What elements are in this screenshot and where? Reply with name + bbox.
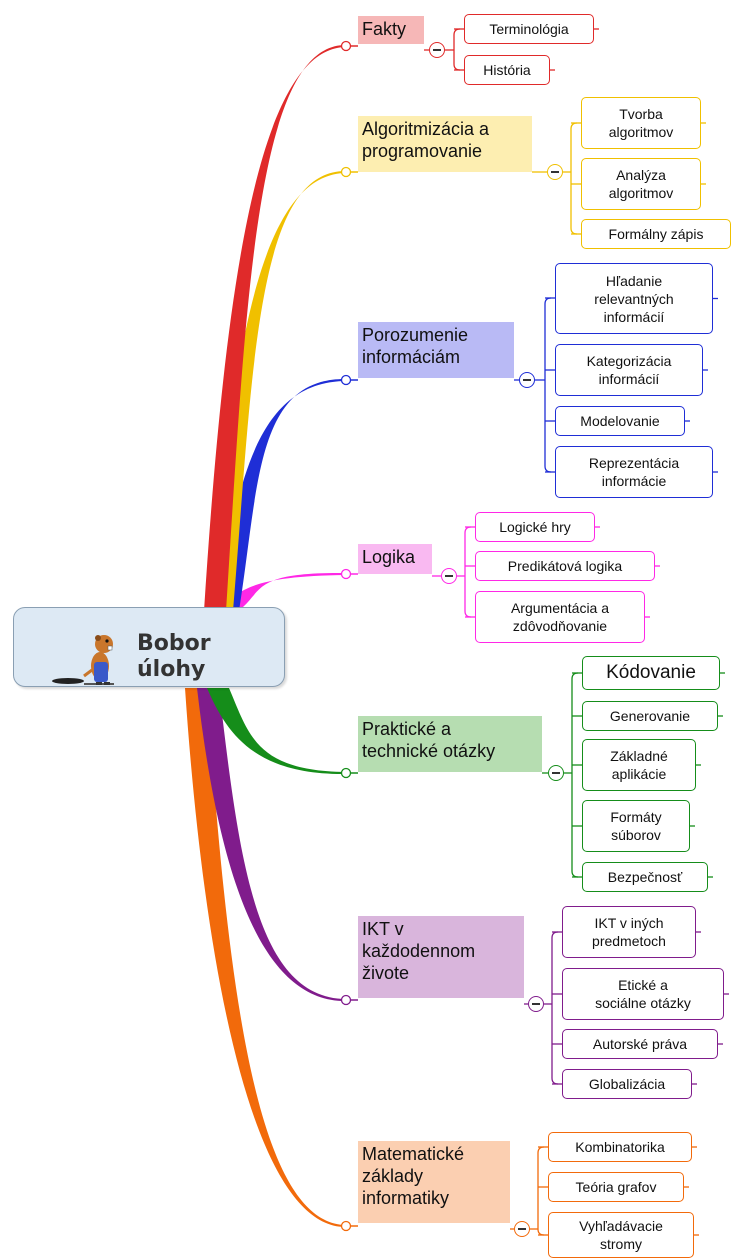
collapse-logika-icon[interactable]	[441, 568, 457, 584]
branch-prakticke	[207, 688, 346, 775]
branch-junction-prakticke	[340, 767, 352, 779]
branch-matematicke	[185, 688, 346, 1228]
central-topic-line-2: úlohy	[137, 657, 206, 682]
subtopic-autorske-prava[interactable]: Autorské práva	[562, 1029, 718, 1059]
topic-prakticke[interactable]: Praktické a technické otázky	[358, 716, 542, 772]
branch-junction-algoritmizacia	[340, 166, 352, 178]
branch-junction-logika	[340, 568, 352, 580]
bracket-fakty	[453, 28, 461, 71]
bracket-matematicke	[537, 1146, 545, 1236]
bracket-prakticke	[571, 672, 579, 878]
collapse-ikt-icon[interactable]	[528, 996, 544, 1012]
subtopic-ikt-v-inych-predmetoch[interactable]: IKT v iných predmetoch	[562, 906, 696, 958]
subtopic-eticke-otazky[interactable]: Etické a sociálne otázky	[562, 968, 724, 1020]
subtopic-argumentacia[interactable]: Argumentácia a zdôvodňovanie	[475, 591, 645, 643]
subtopic-reprezentacia-informacie[interactable]: Reprezentácia informácie	[555, 446, 713, 498]
topic-matematicke[interactable]: Matematické základy informatiky	[358, 1141, 510, 1223]
subtopic-kodovanie[interactable]: Kódovanie	[582, 656, 720, 690]
branch-fakty	[204, 44, 346, 612]
subtopic-generovanie[interactable]: Generovanie	[582, 701, 718, 731]
subtopic-predikatova-logika[interactable]: Predikátová logika	[475, 551, 655, 581]
bracket-ikt	[551, 931, 559, 1085]
branch-junction-fakty	[340, 40, 352, 52]
subtopic-modelovanie[interactable]: Modelovanie	[555, 406, 685, 436]
subtopic-logicke-hry[interactable]: Logické hry	[475, 512, 595, 542]
bracket-algoritmizacia	[570, 122, 578, 235]
collapse-algoritmizacia-icon[interactable]	[547, 164, 563, 180]
subtopic-historia[interactable]: História	[464, 55, 550, 85]
central-topic-box[interactable]	[13, 607, 285, 687]
central-topic-line-1: Bobor	[137, 631, 211, 656]
collapse-fakty-icon[interactable]	[429, 42, 445, 58]
branch-junction-ikt	[340, 994, 352, 1006]
subtopic-formalny-zapis[interactable]: Formálny zápis	[581, 219, 731, 249]
subtopic-formaty-suborov[interactable]: Formáty súborov	[582, 800, 690, 852]
branch-ikt	[197, 688, 346, 1002]
subtopic-kombinatorika[interactable]: Kombinatorika	[548, 1132, 692, 1162]
subtopic-globalizacia[interactable]: Globalizácia	[562, 1069, 692, 1099]
topic-ikt[interactable]: IKT v každodennom živote	[358, 916, 524, 998]
topic-logika[interactable]: Logika	[358, 544, 432, 574]
beaver-icon	[52, 635, 114, 685]
topic-porozumenie[interactable]: Porozumenie informáciám	[358, 322, 514, 378]
subtopic-bezpecnost[interactable]: Bezpečnosť	[582, 862, 708, 892]
subtopic-terminologia[interactable]: Terminológia	[464, 14, 594, 44]
subtopic-zakladne-aplikacie[interactable]: Základné aplikácie	[582, 739, 696, 791]
collapse-porozumenie-icon[interactable]	[519, 372, 535, 388]
topic-algoritmizacia[interactable]: Algoritmizácia a programovanie	[358, 116, 532, 172]
subtopic-teoria-grafov[interactable]: Teória grafov	[548, 1172, 684, 1202]
topic-fakty[interactable]: Fakty	[358, 16, 424, 44]
subtopic-kategorizacia-informacii[interactable]: Kategorizácia informácií	[555, 344, 703, 396]
subtopic-tvorba-algoritmov[interactable]: Tvorba algoritmov	[581, 97, 701, 149]
collapse-matematicke-icon[interactable]	[514, 1221, 530, 1237]
branch-junction-porozumenie	[340, 374, 352, 386]
subtopic-hladanie-informacii[interactable]: Hľadanie relevantných informácií	[555, 263, 713, 334]
central-topic-label: Bobor úlohy	[137, 631, 257, 683]
bracket-logika	[464, 526, 472, 618]
collapse-prakticke-icon[interactable]	[548, 765, 564, 781]
subtopic-analyza-algoritmov[interactable]: Analýza algoritmov	[581, 158, 701, 210]
subtopic-vyhladavacie-stromy[interactable]: Vyhľadávacie stromy	[548, 1212, 694, 1258]
bracket-porozumenie	[544, 297, 552, 473]
branch-junction-matematicke	[340, 1220, 352, 1232]
